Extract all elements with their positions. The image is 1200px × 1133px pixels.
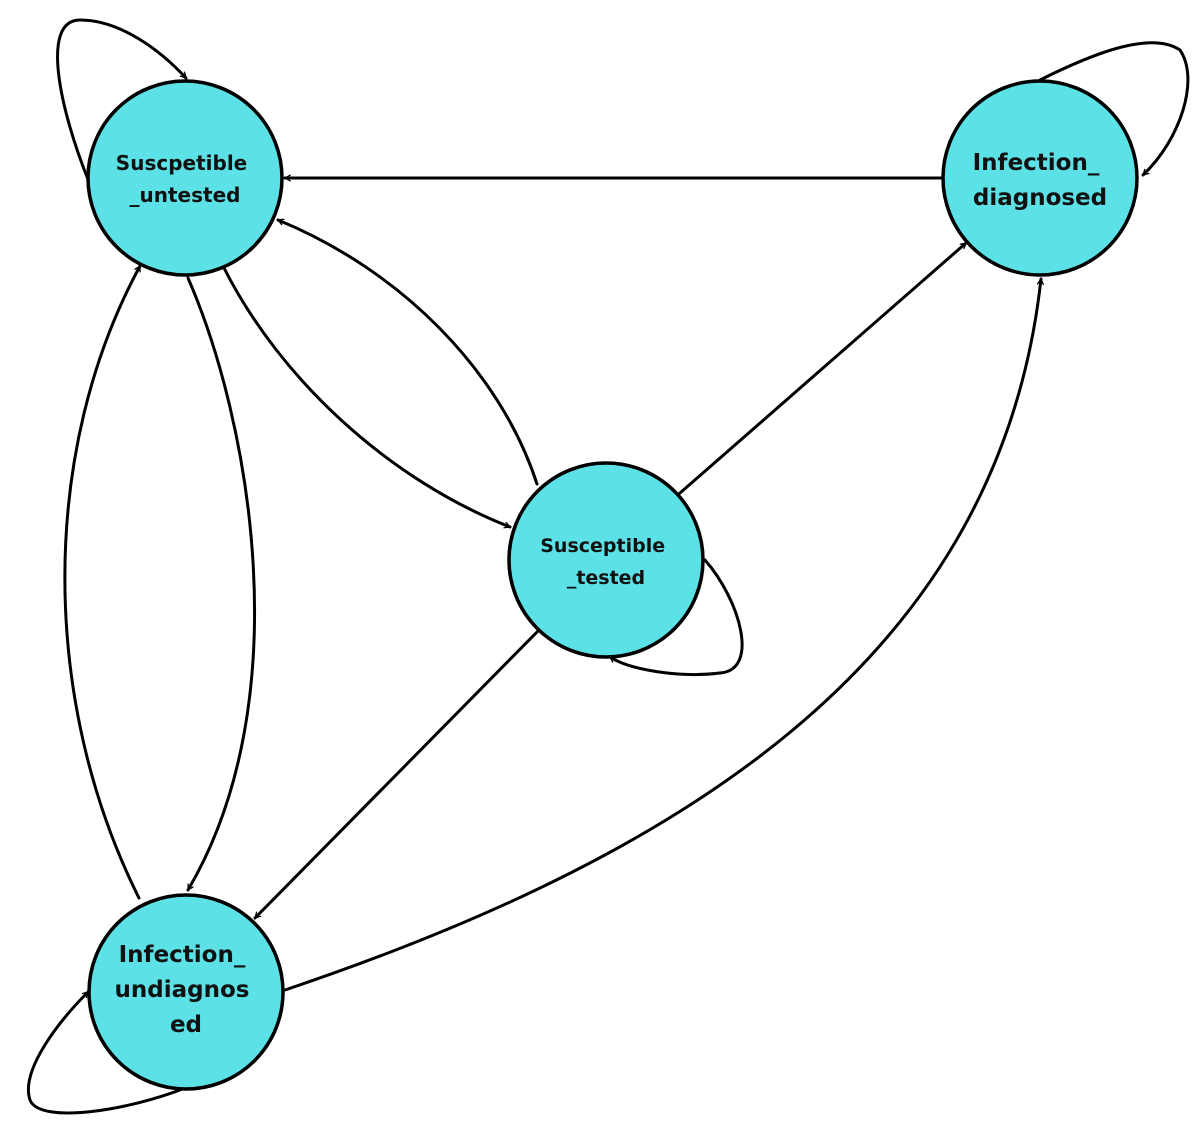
node-circle: [941, 79, 1139, 277]
edge-iu-to-id: [283, 277, 1041, 992]
edge-st-to-su: [276, 218, 539, 486]
node-circle: [86, 79, 284, 277]
node-label: Susceptible _tested: [540, 535, 672, 589]
edge-su-self-loop: [56, 18, 188, 184]
node-circle: [507, 461, 705, 659]
node-label: Infection_ diagnosed: [973, 150, 1108, 211]
node-label: Suscpetible _untested: [116, 151, 254, 207]
node-circle: [87, 893, 285, 1091]
edge-iu-to-su: [63, 264, 142, 900]
edge-id-self-loop: [1038, 41, 1190, 177]
edges: [27, 18, 1190, 1115]
node-label: Infection_ undiagnos ed: [115, 942, 258, 1038]
edge-iu-self-loop: [27, 990, 187, 1115]
node-infection-undiagnosed: Infection_ undiagnos ed: [87, 893, 285, 1091]
edge-su-to-iu: [186, 276, 257, 892]
edge-su-to-st: [221, 264, 512, 529]
node-susceptible-tested: Susceptible _tested: [507, 461, 705, 659]
edge-st-to-iu: [253, 630, 539, 920]
node-susceptible-untested: Suscpetible _untested: [86, 79, 284, 277]
edge-st-self-loop: [608, 558, 744, 676]
edge-st-to-id: [678, 241, 968, 495]
node-infection-diagnosed: Infection_ diagnosed: [941, 79, 1139, 277]
